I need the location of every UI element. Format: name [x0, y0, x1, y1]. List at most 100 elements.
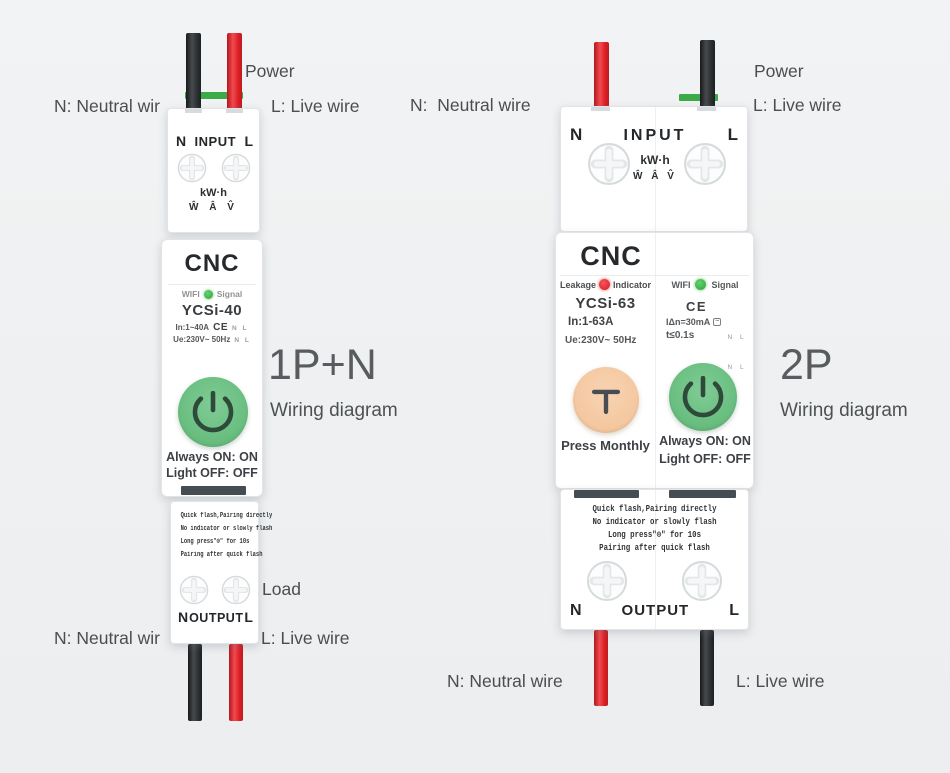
right-bottom-live-wire [700, 630, 714, 706]
right-rated-voltage: Ue:230V~ 50Hz [565, 335, 637, 346]
right-model-label: YCSi-63 [575, 295, 636, 312]
left-wifi-signal-row: WIFI Signal [162, 289, 262, 299]
screw-icon [221, 575, 251, 605]
mini-terminal-diagram: N L N L [724, 313, 750, 393]
din-clip-bar [181, 486, 246, 495]
pairing-line: Pairing after quick flash [599, 543, 710, 553]
right-top-live-wire [700, 40, 715, 109]
left-input-row: N INPUT L [176, 133, 253, 149]
left-power-button [178, 377, 248, 447]
right-leakage-row: Leakage Indicator [556, 279, 655, 290]
left-bottom-neutral-label: N: Neutral wir [54, 628, 160, 648]
left-light-off-label: Light OFF: OFF [166, 466, 258, 480]
divider [560, 275, 749, 276]
divider [168, 284, 256, 285]
left-input-terminal-block: N INPUT L kW·h Ŵ Â V̂ [167, 108, 260, 233]
right-always-on-label: Always ON: ON [659, 434, 751, 448]
pairing-line: No indicator or slowly flash [592, 517, 717, 527]
right-wifi-signal-row: WIFI Signal [655, 279, 755, 290]
right-output-l: L [729, 602, 739, 619]
right-test-button [573, 367, 639, 433]
pairing-line: Pairing after quick flash [180, 551, 263, 559]
screw-icon [684, 143, 726, 185]
left-top-live-label: L: Live wire [271, 96, 360, 116]
right-diagram-subtitle: Wiring diagram [780, 400, 908, 421]
right-output-n: N [570, 602, 582, 619]
screw-icon [177, 153, 207, 183]
pole-divider [655, 490, 656, 629]
left-output-row: N OUTPUT L [178, 609, 253, 625]
left-model-label: YCSi-40 [181, 302, 243, 319]
screw-icon [221, 153, 251, 183]
right-trip-time-spec: t≤0.1s [666, 330, 695, 341]
left-power-label: Power [245, 61, 295, 81]
right-bottom-neutral-wire [594, 630, 608, 706]
pairing-line: Quick flash,Pairing directly [180, 512, 273, 520]
screw-icon [681, 560, 723, 602]
right-pairing-instructions: Quick flash,Pairing directly No indicato… [561, 503, 748, 555]
left-bottom-live-label: L: Live wire [261, 628, 350, 648]
leakage-indicator-dot [599, 279, 610, 290]
indicator-label: Indicator [613, 279, 652, 290]
left-bottom-neutral-wire [188, 644, 202, 721]
ce-mark: CE [686, 299, 708, 314]
power-icon [192, 391, 234, 433]
right-power-button [669, 363, 737, 431]
left-top-neutral-label: N: Neutral wir [54, 96, 160, 116]
right-signal-label: Signal [711, 279, 739, 290]
mini-terminal-diagram: N L [232, 325, 249, 332]
right-light-off-label: Light OFF: OFF [659, 452, 751, 466]
left-top-live-wire [227, 33, 242, 110]
right-bottom-neutral-label: N: Neutral wire [447, 671, 563, 691]
right-top-terminal-bar [679, 94, 718, 101]
left-input-l: L [244, 133, 253, 149]
pairing-line: Long press"⊙" for 10s [607, 530, 702, 540]
left-always-on-label: Always ON: ON [166, 450, 258, 464]
pole-divider [655, 107, 656, 231]
left-live-clamp [226, 109, 243, 113]
screw-icon [586, 560, 628, 602]
ce-mark: CE [213, 322, 228, 333]
screw-icon [179, 575, 209, 605]
left-wifi-label: WIFI [181, 289, 200, 299]
left-output-n: N [178, 609, 189, 625]
right-output-label: OUTPUT [621, 602, 690, 619]
right-top-live-label: L: Live wire [753, 95, 842, 115]
left-spec-row-2: Ue:230V~ 50Hz N L [162, 335, 262, 344]
left-top-terminal-bar [185, 92, 243, 99]
power-icon [682, 376, 724, 418]
mini-terminal-top: N L [727, 334, 747, 341]
right-meter-symbols: Ŵ Â V̂ [633, 171, 677, 182]
left-output-label: OUTPUT [189, 611, 244, 625]
right-top-neutral-label: N: Neutral wire [410, 95, 531, 115]
pairing-line: Quick flash,Pairing directly [592, 504, 717, 514]
dc-symbol: ~ [713, 318, 722, 326]
right-rated-current: In:1-63A [568, 316, 614, 328]
left-meter-symbols: Ŵ Â V̂ [189, 202, 238, 213]
leakage-current-spec: IΔn=30mA [666, 317, 711, 327]
din-clip-bar [669, 490, 736, 498]
right-output-terminal-block: Quick flash,Pairing directly No indicato… [560, 489, 749, 630]
left-bottom-live-wire [229, 644, 243, 721]
right-input-n: N [570, 125, 583, 144]
left-load-label: Load [262, 579, 301, 599]
right-leakage-spec-row: IΔn=30mA ~ [666, 317, 722, 327]
right-output-row: N OUTPUT L [570, 602, 739, 620]
right-kwh-label: kW·h [640, 153, 670, 167]
left-neutral-clamp [185, 109, 202, 113]
left-kwh-label: kW·h [200, 187, 227, 199]
wifi-signal-indicator-dot [203, 289, 213, 299]
right-input-terminal-block: N INPUT L kW·h Ŵ Â V̂ [560, 106, 748, 232]
wifi-signal-indicator-dot [695, 279, 707, 290]
right-bottom-live-label: L: Live wire [736, 671, 825, 691]
pairing-line: No indicator or slowly flash [180, 525, 273, 533]
screw-icon [588, 143, 630, 185]
left-output-terminal-block: Quick flash,Pairing directly No indicato… [170, 501, 273, 644]
leakage-label: Leakage [559, 279, 596, 290]
din-clip-bar [574, 490, 639, 498]
right-input-label: INPUT [623, 127, 687, 144]
right-diagram-title: 2P [780, 341, 833, 389]
right-input-l: L [727, 125, 738, 144]
right-live-clamp [697, 107, 716, 111]
